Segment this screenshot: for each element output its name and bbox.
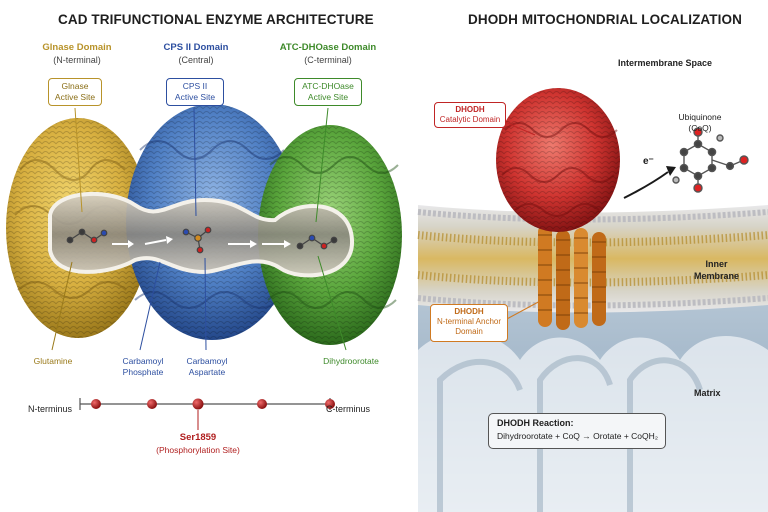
channel-flow-arrows	[112, 236, 291, 248]
intermediate-dihydroorotate: Dihydroorotate	[323, 356, 379, 366]
reaction-equation: Dihydroorotate + CoQ → Orotate + CoQH₂	[497, 431, 659, 441]
intermediate-carbamoyl-phosphate-line1: Carbamoyl	[122, 356, 164, 366]
sequence-markers	[91, 398, 335, 430]
cps2-active-site-line1: CPS II	[182, 81, 208, 91]
active-site-leaders	[74, 107, 329, 223]
reaction-title: DHODH Reaction:	[497, 418, 574, 428]
electron-label: e⁻	[643, 156, 654, 167]
dhodh-catalytic-structure	[496, 88, 620, 232]
atc-dhoase-active-site-line1: ATC-DHOase	[302, 81, 354, 91]
dihydroorotate-molecule	[296, 234, 338, 250]
cps2-active-site-line2: Active Site	[174, 92, 216, 102]
ubiquinone-label-line1: Ubiquinone	[678, 112, 722, 122]
intermediate-leaders	[51, 255, 347, 351]
atc-dhoase-active-site-box: ATC-DHOase Active Site	[294, 78, 362, 106]
ubiquinone-label: Ubiquinone (CoQ)	[650, 112, 750, 134]
intermediate-carbamoyl-aspartate-line1: Carbamoyl	[186, 356, 228, 366]
atc-dhoase-domain-name: ATC-DHOase Domain	[279, 42, 377, 53]
atc-dhoase-active-site-line2: Active Site	[307, 92, 349, 102]
sequence-axis	[79, 398, 331, 410]
glnase-active-site-line1: Glnase	[61, 81, 89, 91]
carbamoyl-phosphate-molecule	[182, 226, 212, 254]
right-panel-title: DHODH MITOCHONDRIAL LOCALIZATION	[468, 12, 742, 27]
cps2-domain-position: (Central)	[178, 55, 214, 65]
substrate-channel	[48, 191, 355, 278]
matrix-label: Matrix	[694, 388, 721, 398]
inner-membrane-line1: Inner	[705, 259, 728, 269]
dhodh-reaction-box: DHODH Reaction: Dihydroorotate + CoQ → O…	[488, 413, 666, 449]
anchor-callout-line3: Domain	[455, 327, 483, 336]
glnase-domain-position: (N-terminal)	[53, 55, 101, 65]
right-callout-leaders	[504, 121, 543, 321]
catalytic-domain-callout: DHODH Catalytic Domain	[434, 102, 506, 128]
atc-dhoase-domain-position: (C-terminal)	[304, 55, 352, 65]
cps2-domain-name: CPS II Domain	[163, 42, 229, 53]
electron-transfer-arrow	[623, 166, 676, 199]
glutamine-molecule	[66, 228, 108, 244]
cps2-active-site-box: CPS II Active Site	[166, 78, 224, 106]
anchor-callout-line1: DHODH	[454, 307, 484, 316]
ubiquinone-molecule	[672, 127, 749, 193]
intermembrane-space-label: Intermembrane Space	[618, 58, 713, 68]
anchor-callout-line2: N-terminal Anchor	[436, 317, 502, 326]
intermediate-carbamoyl-phosphate-line2: Phosphate	[122, 367, 164, 377]
inner-membrane-label: Inner Membrane	[694, 258, 739, 282]
glnase-active-site-box: Glnase Active Site	[48, 78, 102, 106]
dhodh-anchor-helices	[538, 225, 606, 330]
left-panel-title: CAD TRIFUNCTIONAL ENZYME ARCHITECTURE	[58, 12, 374, 27]
ubiquinone-label-line2: (CoQ)	[688, 123, 712, 133]
catalytic-callout-line2: Catalytic Domain	[439, 115, 501, 124]
catalytic-callout-line1: DHODH	[455, 105, 485, 114]
glnase-active-site-line2: Active Site	[54, 92, 96, 102]
intermediate-glutamine: Glutamine	[33, 356, 73, 366]
anchor-domain-callout: DHODH N-terminal Anchor Domain	[430, 304, 508, 342]
phospho-site-sublabel: (Phosphorylation Site)	[156, 445, 240, 455]
glnase-domain-name: Glnase Domain	[42, 42, 112, 53]
n-terminus-label: N-terminus	[28, 404, 73, 414]
phospho-site-label: Ser1859	[179, 432, 217, 443]
inner-membrane-line2: Membrane	[694, 271, 740, 281]
c-terminus-label: C-terminus	[326, 404, 371, 414]
intermediate-carbamoyl-aspartate-line2: Aspartate	[188, 367, 226, 377]
